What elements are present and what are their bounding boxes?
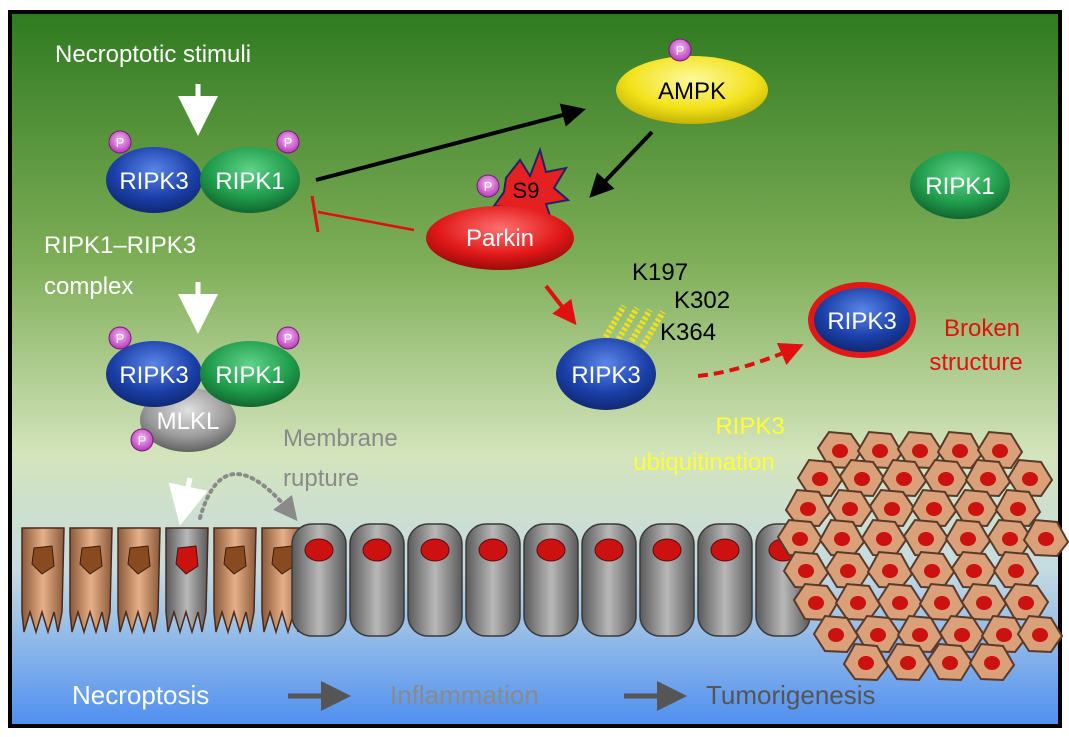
inflamed-cell	[697, 523, 753, 637]
ripk3-node	[106, 147, 202, 213]
necrosome-complex: MLKL RIPK3 RIPK1 P P P	[106, 326, 300, 452]
tumor-cell	[964, 458, 1012, 498]
site-k302: K302	[674, 287, 730, 314]
phospho-icon: P	[668, 38, 692, 62]
stimuli-label: Necroptotic stimuli	[55, 41, 251, 68]
membrane-rupture-arrow	[198, 472, 298, 522]
tumor-cell	[856, 430, 904, 470]
ripk3-label: RIPK3	[119, 362, 188, 389]
phospho-icon: P	[108, 326, 132, 350]
svg-text:P: P	[116, 135, 125, 150]
ripk3-ripk1-complex-top: RIPK3 RIPK1 P P	[106, 130, 300, 213]
epithelial-cell-layer	[21, 523, 811, 637]
inflamed-cell	[465, 523, 521, 637]
tumor-cell	[994, 488, 1042, 528]
tumor-cell	[968, 642, 1016, 682]
phospho-icon: P	[130, 428, 154, 452]
ripk3-label: RIPK3	[571, 362, 640, 389]
tumor-cell	[992, 550, 1040, 590]
inflamed-cell	[581, 523, 637, 637]
complex-label-line1: RIPK1–RIPK3	[44, 232, 196, 259]
inflamed-cell	[291, 523, 347, 637]
ripk1-label: RIPK1	[925, 173, 994, 200]
ampk-protein: AMPK P	[616, 38, 768, 124]
ampk-to-parkin-arrow	[589, 130, 654, 198]
necroptotic-cell	[21, 527, 65, 635]
ampk-node	[616, 56, 768, 124]
ubiquitin-chains	[595, 304, 666, 358]
ripk1-node	[910, 151, 1010, 219]
degradation-arrow	[697, 342, 804, 378]
inflamed-cell	[349, 523, 405, 637]
s9-label: S9	[513, 178, 540, 203]
necroptosis-label: Necroptosis	[72, 680, 209, 710]
phospho-icon: P	[476, 174, 500, 198]
ripk1-label: RIPK1	[215, 168, 284, 195]
ripk3-node	[106, 341, 202, 407]
ampk-label: AMPK	[658, 78, 726, 105]
parkin-protein: S9 P Parkin	[426, 146, 574, 270]
ripk1-label: RIPK1	[215, 362, 284, 389]
parkin-inhibition	[310, 195, 415, 233]
svg-text:P: P	[138, 433, 147, 448]
inflamed-cell	[523, 523, 579, 637]
tumor-mass	[776, 430, 1069, 682]
broken-label-line1: Broken	[944, 315, 1020, 342]
necroptotic-cell	[117, 527, 161, 635]
free-ripk1: RIPK1	[910, 151, 1010, 219]
inflamed-cell	[639, 523, 695, 637]
tumor-cell	[926, 642, 974, 682]
tumor-cell	[812, 614, 860, 654]
necroptotic-cell	[165, 527, 209, 635]
ripk1-node	[200, 147, 300, 213]
parkin-to-ripk3-arrow	[544, 284, 577, 326]
ubiq-label-line1: RIPK3	[715, 413, 784, 440]
parkin-label: Parkin	[466, 225, 534, 252]
tumor-cell	[952, 488, 1000, 528]
ubiquitinated-ripk3: RIPK3	[556, 304, 666, 410]
ripk1-node	[200, 341, 300, 407]
membrane-label-line1: Membrane	[283, 425, 398, 452]
membrane-label-line2: rupture	[283, 465, 359, 492]
ripk3-label: RIPK3	[827, 308, 896, 335]
svg-text:P: P	[284, 135, 293, 150]
inflammation-label: Inflammation	[390, 680, 539, 710]
ripk3-node	[556, 338, 656, 410]
tumor-cell	[866, 550, 914, 590]
necroptotic-cell	[69, 527, 113, 635]
tumor-cell	[1022, 518, 1069, 558]
ubiq-label-line2: ubiquitination	[633, 449, 774, 476]
svg-text:P: P	[676, 43, 685, 58]
ripk3-label: RIPK3	[119, 168, 188, 195]
complex-label-line2: complex	[44, 273, 133, 300]
inflamed-cell	[407, 523, 463, 637]
tumor-cell	[976, 430, 1024, 470]
tumor-cell	[986, 518, 1034, 558]
tumor-cell	[936, 430, 984, 470]
ripk3-node	[814, 288, 910, 352]
tumor-cell	[950, 550, 998, 590]
phospho-icon: P	[276, 326, 300, 350]
necroptotic-cell	[213, 527, 257, 635]
phospho-icon: P	[276, 130, 300, 154]
svg-text:P: P	[116, 331, 125, 346]
tumorigenesis-label: Tumorigenesis	[706, 680, 876, 710]
svg-text:P: P	[484, 179, 493, 194]
broken-ripk3: RIPK3	[808, 282, 916, 358]
complex-to-ampk-arrow	[315, 103, 586, 182]
site-k197: K197	[632, 259, 688, 286]
mlkl-label: MLKL	[157, 408, 220, 435]
svg-text:P: P	[284, 331, 293, 346]
necrosome-to-cell-arrow	[168, 477, 208, 526]
phospho-icon: P	[108, 130, 132, 154]
site-k364: K364	[660, 319, 716, 346]
tumor-cell	[1016, 614, 1064, 654]
broken-label-line2: structure	[929, 349, 1022, 376]
parkin-node	[426, 206, 574, 270]
